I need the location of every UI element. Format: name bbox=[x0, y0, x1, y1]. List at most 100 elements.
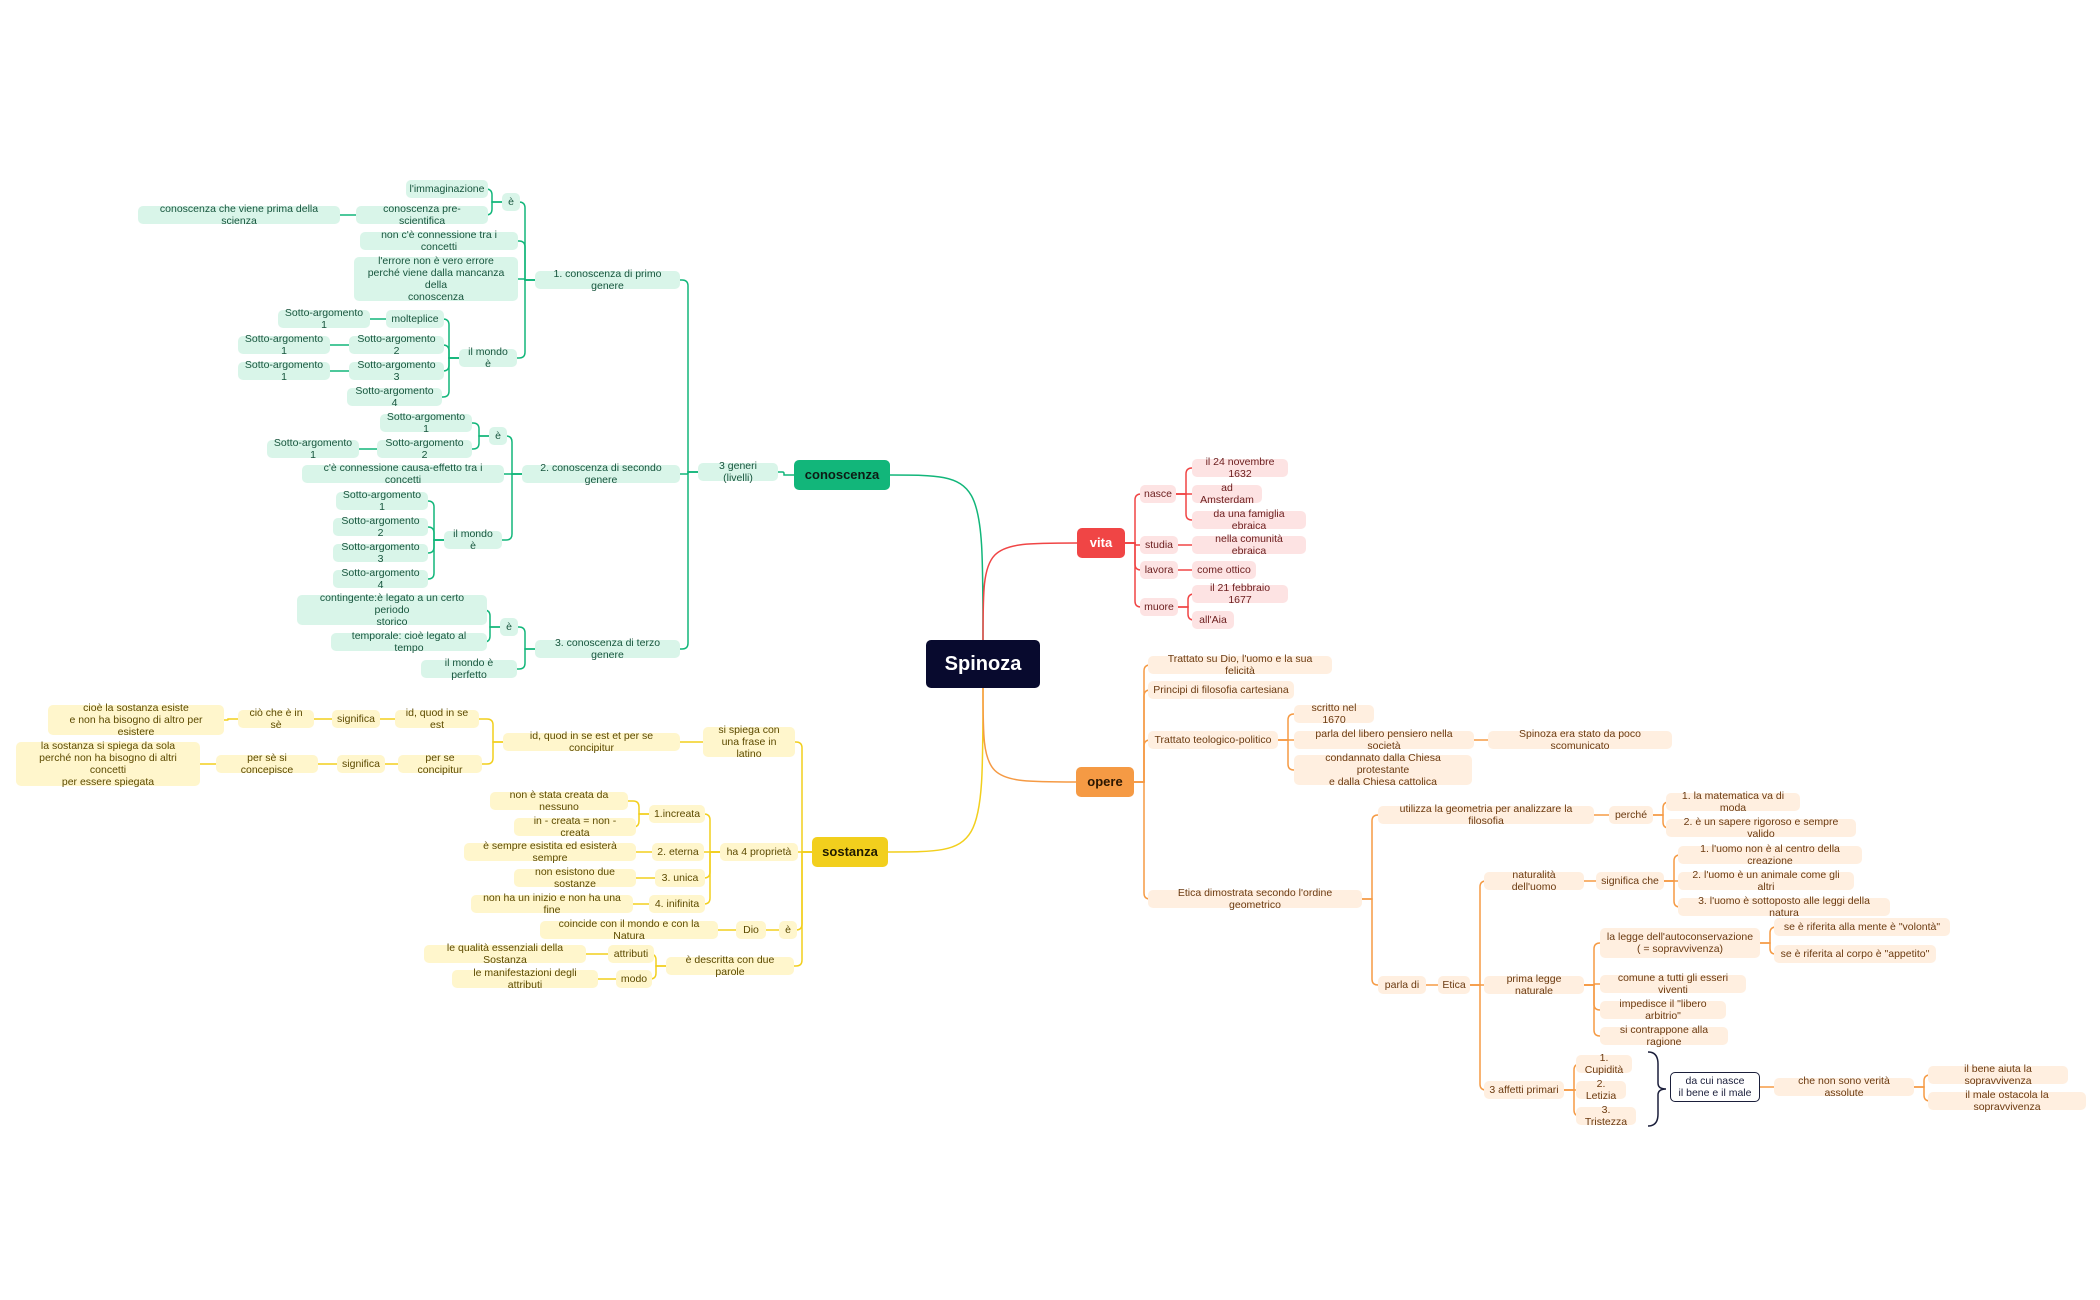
node-amsterdam[interactable]: ad Amsterdam bbox=[1192, 482, 1262, 506]
node-3-generi[interactable]: 3 generi (livelli) bbox=[698, 460, 778, 484]
node-id-quod[interactable]: id, quod in se est et per se concipitur bbox=[503, 730, 680, 754]
node-muore[interactable]: muore bbox=[1140, 598, 1178, 616]
node-manifestazioni[interactable]: le manifestazioni degli attributi bbox=[452, 967, 598, 991]
node-nasce[interactable]: nasce bbox=[1140, 485, 1176, 503]
node-tristezza[interactable]: 3. Tristezza bbox=[1576, 1104, 1636, 1128]
node-secondo-e[interactable]: è bbox=[489, 427, 507, 445]
node-molteplice[interactable]: molteplice bbox=[386, 310, 444, 328]
node-per-se[interactable]: per se concipitur bbox=[398, 752, 482, 776]
node-modo[interactable]: modo bbox=[616, 970, 652, 988]
node-lavora[interactable]: lavora bbox=[1140, 561, 1178, 579]
node-n1[interactable]: 1. l'uomo non è al centro della creazion… bbox=[1678, 843, 1862, 867]
node-terzo-e[interactable]: è bbox=[500, 618, 518, 636]
node-secondo-mondo[interactable]: il mondo è bbox=[444, 528, 502, 552]
node-sostanza-e[interactable]: è bbox=[779, 921, 797, 939]
node-autoconservazione[interactable]: la legge dell'autoconservazione ( = sopr… bbox=[1600, 928, 1760, 958]
central-topic[interactable]: Spinoza bbox=[926, 640, 1040, 688]
node-eterna[interactable]: 2. eterna bbox=[652, 843, 704, 861]
node-comunita[interactable]: nella comunità ebraica bbox=[1192, 533, 1306, 557]
node-n3[interactable]: 3. l'uomo è sottoposto alle leggi della … bbox=[1678, 895, 1890, 919]
node-etica-label[interactable]: Etica dimostrata secondo l'ordine geomet… bbox=[1148, 887, 1362, 911]
node-trattato-dio[interactable]: Trattato su Dio, l'uomo e la sua felicit… bbox=[1148, 653, 1332, 677]
node-secondo-genere[interactable]: 2. conoscenza di secondo genere bbox=[522, 462, 680, 486]
node-s-sa2[interactable]: Sotto-argomento 2 bbox=[377, 437, 472, 461]
node-concepisce[interactable]: per sè si concepisce bbox=[216, 752, 318, 776]
node-primo-e[interactable]: è bbox=[502, 193, 520, 211]
node-s-m1[interactable]: Sotto-argomento 1 bbox=[336, 489, 428, 513]
node-letizia[interactable]: 2. Letizia bbox=[1576, 1078, 1626, 1102]
node-due-parole[interactable]: è descritta con due parole bbox=[666, 954, 794, 978]
node-primo-genere[interactable]: 1. conoscenza di primo genere bbox=[535, 268, 680, 292]
node-verita[interactable]: che non sono verità assolute bbox=[1774, 1075, 1914, 1099]
node-volonta[interactable]: se è riferita alla mente è "volontà" bbox=[1774, 918, 1950, 936]
node-esiste[interactable]: cioè la sostanza esiste e non ha bisogno… bbox=[48, 702, 224, 738]
node-cio-che[interactable]: ciò che è in sè bbox=[238, 707, 314, 731]
node-appetito[interactable]: se è riferita al corpo è "appetito" bbox=[1774, 945, 1936, 963]
node-libero-pensiero[interactable]: parla del libero pensiero nella società bbox=[1294, 728, 1474, 752]
node-s-sa1[interactable]: Sotto-argomento 1 bbox=[380, 411, 472, 435]
branch-conoscenza[interactable]: conoscenza bbox=[794, 460, 890, 490]
node-due-sostanze[interactable]: non esistono due sostanze bbox=[514, 866, 636, 890]
node-s-m3[interactable]: Sotto-argomento 3 bbox=[333, 541, 428, 565]
node-data-morte[interactable]: il 21 febbraio 1677 bbox=[1192, 582, 1288, 606]
node-p-sa3[interactable]: Sotto-argomento 3 bbox=[349, 359, 444, 383]
node-contingente[interactable]: contingente:è legato a un certo periodo … bbox=[297, 592, 487, 628]
node-dio[interactable]: Dio bbox=[736, 921, 766, 939]
node-in-creata[interactable]: in - creata = non - creata bbox=[514, 815, 636, 839]
node-3-affetti[interactable]: 3 affetti primari bbox=[1484, 1081, 1564, 1099]
node-naturalita[interactable]: naturalità dell'uomo bbox=[1484, 869, 1584, 893]
node-in-se-est[interactable]: id, quod in se est bbox=[395, 707, 479, 731]
node-causa-effetto[interactable]: c'è connessione causa-effetto tra i conc… bbox=[302, 462, 504, 486]
node-p-sa2-child[interactable]: Sotto-argomento 1 bbox=[238, 333, 330, 357]
node-scritto[interactable]: scritto nel 1670 bbox=[1294, 702, 1374, 726]
node-spiega[interactable]: la sostanza si spiega da sola perché non… bbox=[16, 740, 200, 788]
node-p-sa4[interactable]: Sotto-argomento 4 bbox=[347, 385, 442, 409]
node-scomunicato[interactable]: Spinoza era stato da poco scomunicato bbox=[1488, 728, 1672, 752]
node-cupidita[interactable]: 1. Cupidità bbox=[1576, 1052, 1632, 1076]
branch-opere[interactable]: opere bbox=[1076, 767, 1134, 797]
branch-sostanza[interactable]: sostanza bbox=[812, 837, 888, 867]
node-unica[interactable]: 3. unica bbox=[655, 869, 705, 887]
node-prima-scienza[interactable]: conoscenza che viene prima della scienza bbox=[138, 203, 340, 227]
node-inizio-fine[interactable]: non ha un inizio e non ha una fine bbox=[471, 892, 633, 916]
node-nasce-bene[interactable]: da cui nasce il bene e il male bbox=[1670, 1072, 1760, 1102]
node-prima-legge[interactable]: prima legge naturale bbox=[1484, 973, 1584, 997]
node-significa-2[interactable]: significa bbox=[337, 755, 385, 773]
node-sempre[interactable]: è sempre esistita ed esisterà sempre bbox=[464, 840, 636, 864]
node-s-sa2-child[interactable]: Sotto-argomento 1 bbox=[267, 437, 359, 461]
node-parla-di[interactable]: parla di bbox=[1378, 976, 1426, 994]
node-infinita[interactable]: 4. inifinita bbox=[649, 895, 705, 913]
node-bene[interactable]: il bene aiuta la sopravvivenza bbox=[1928, 1063, 2068, 1087]
branch-vita[interactable]: vita bbox=[1077, 528, 1125, 558]
node-s-m2[interactable]: Sotto-argomento 2 bbox=[333, 515, 428, 539]
node-attributi[interactable]: attributi bbox=[608, 945, 654, 963]
node-perche[interactable]: perché bbox=[1609, 806, 1653, 824]
node-geometria[interactable]: utilizza la geometria per analizzare la … bbox=[1378, 803, 1594, 827]
node-n2[interactable]: 2. l'uomo è un animale come gli altri bbox=[1678, 869, 1854, 893]
node-teologico[interactable]: Trattato teologico-politico bbox=[1148, 731, 1278, 749]
node-mondo-perfetto[interactable]: il mondo è perfetto bbox=[421, 657, 517, 681]
node-pre-scientifica[interactable]: conoscenza pre-scientifica bbox=[356, 203, 488, 227]
node-comune[interactable]: comune a tutti gli esseri viventi bbox=[1600, 972, 1746, 996]
node-p-sa1[interactable]: Sotto-argomento 1 bbox=[278, 307, 370, 331]
node-s-m4[interactable]: Sotto-argomento 4 bbox=[333, 567, 428, 591]
node-4-proprieta[interactable]: ha 4 proprietà bbox=[720, 843, 798, 861]
node-creata-nessuno[interactable]: non è stata creata da nessuno bbox=[490, 789, 628, 813]
node-condannato[interactable]: condannato dalla Chiesa protestante e da… bbox=[1294, 752, 1472, 788]
node-immaginazione[interactable]: l'immaginazione bbox=[406, 180, 488, 198]
node-significa-1[interactable]: significa bbox=[332, 710, 380, 728]
node-arbitrio[interactable]: impedisce il "libero arbitrio" bbox=[1600, 998, 1726, 1022]
node-moda[interactable]: 1. la matematica va di moda bbox=[1666, 790, 1800, 814]
node-p-sa2[interactable]: Sotto-argomento 2 bbox=[349, 333, 444, 357]
node-temporale[interactable]: temporale: cioè legato al tempo bbox=[331, 630, 487, 654]
node-p-sa3-child[interactable]: Sotto-argomento 1 bbox=[238, 359, 330, 383]
node-latino[interactable]: si spiega con una frase in latino bbox=[703, 724, 795, 760]
node-data-nascita[interactable]: il 24 novembre 1632 bbox=[1192, 456, 1288, 480]
node-errore[interactable]: l'errore non è vero errore perché viene … bbox=[354, 255, 518, 303]
node-ragione[interactable]: si contrappone alla ragione bbox=[1600, 1024, 1728, 1048]
node-significa-che[interactable]: significa che bbox=[1596, 872, 1664, 890]
node-terzo-genere[interactable]: 3. conoscenza di terzo genere bbox=[535, 637, 680, 661]
node-rigoroso[interactable]: 2. è un sapere rigoroso e sempre valido bbox=[1666, 816, 1856, 840]
node-etica[interactable]: Etica bbox=[1438, 976, 1470, 994]
node-male[interactable]: il male ostacola la sopravvivenza bbox=[1928, 1089, 2086, 1113]
